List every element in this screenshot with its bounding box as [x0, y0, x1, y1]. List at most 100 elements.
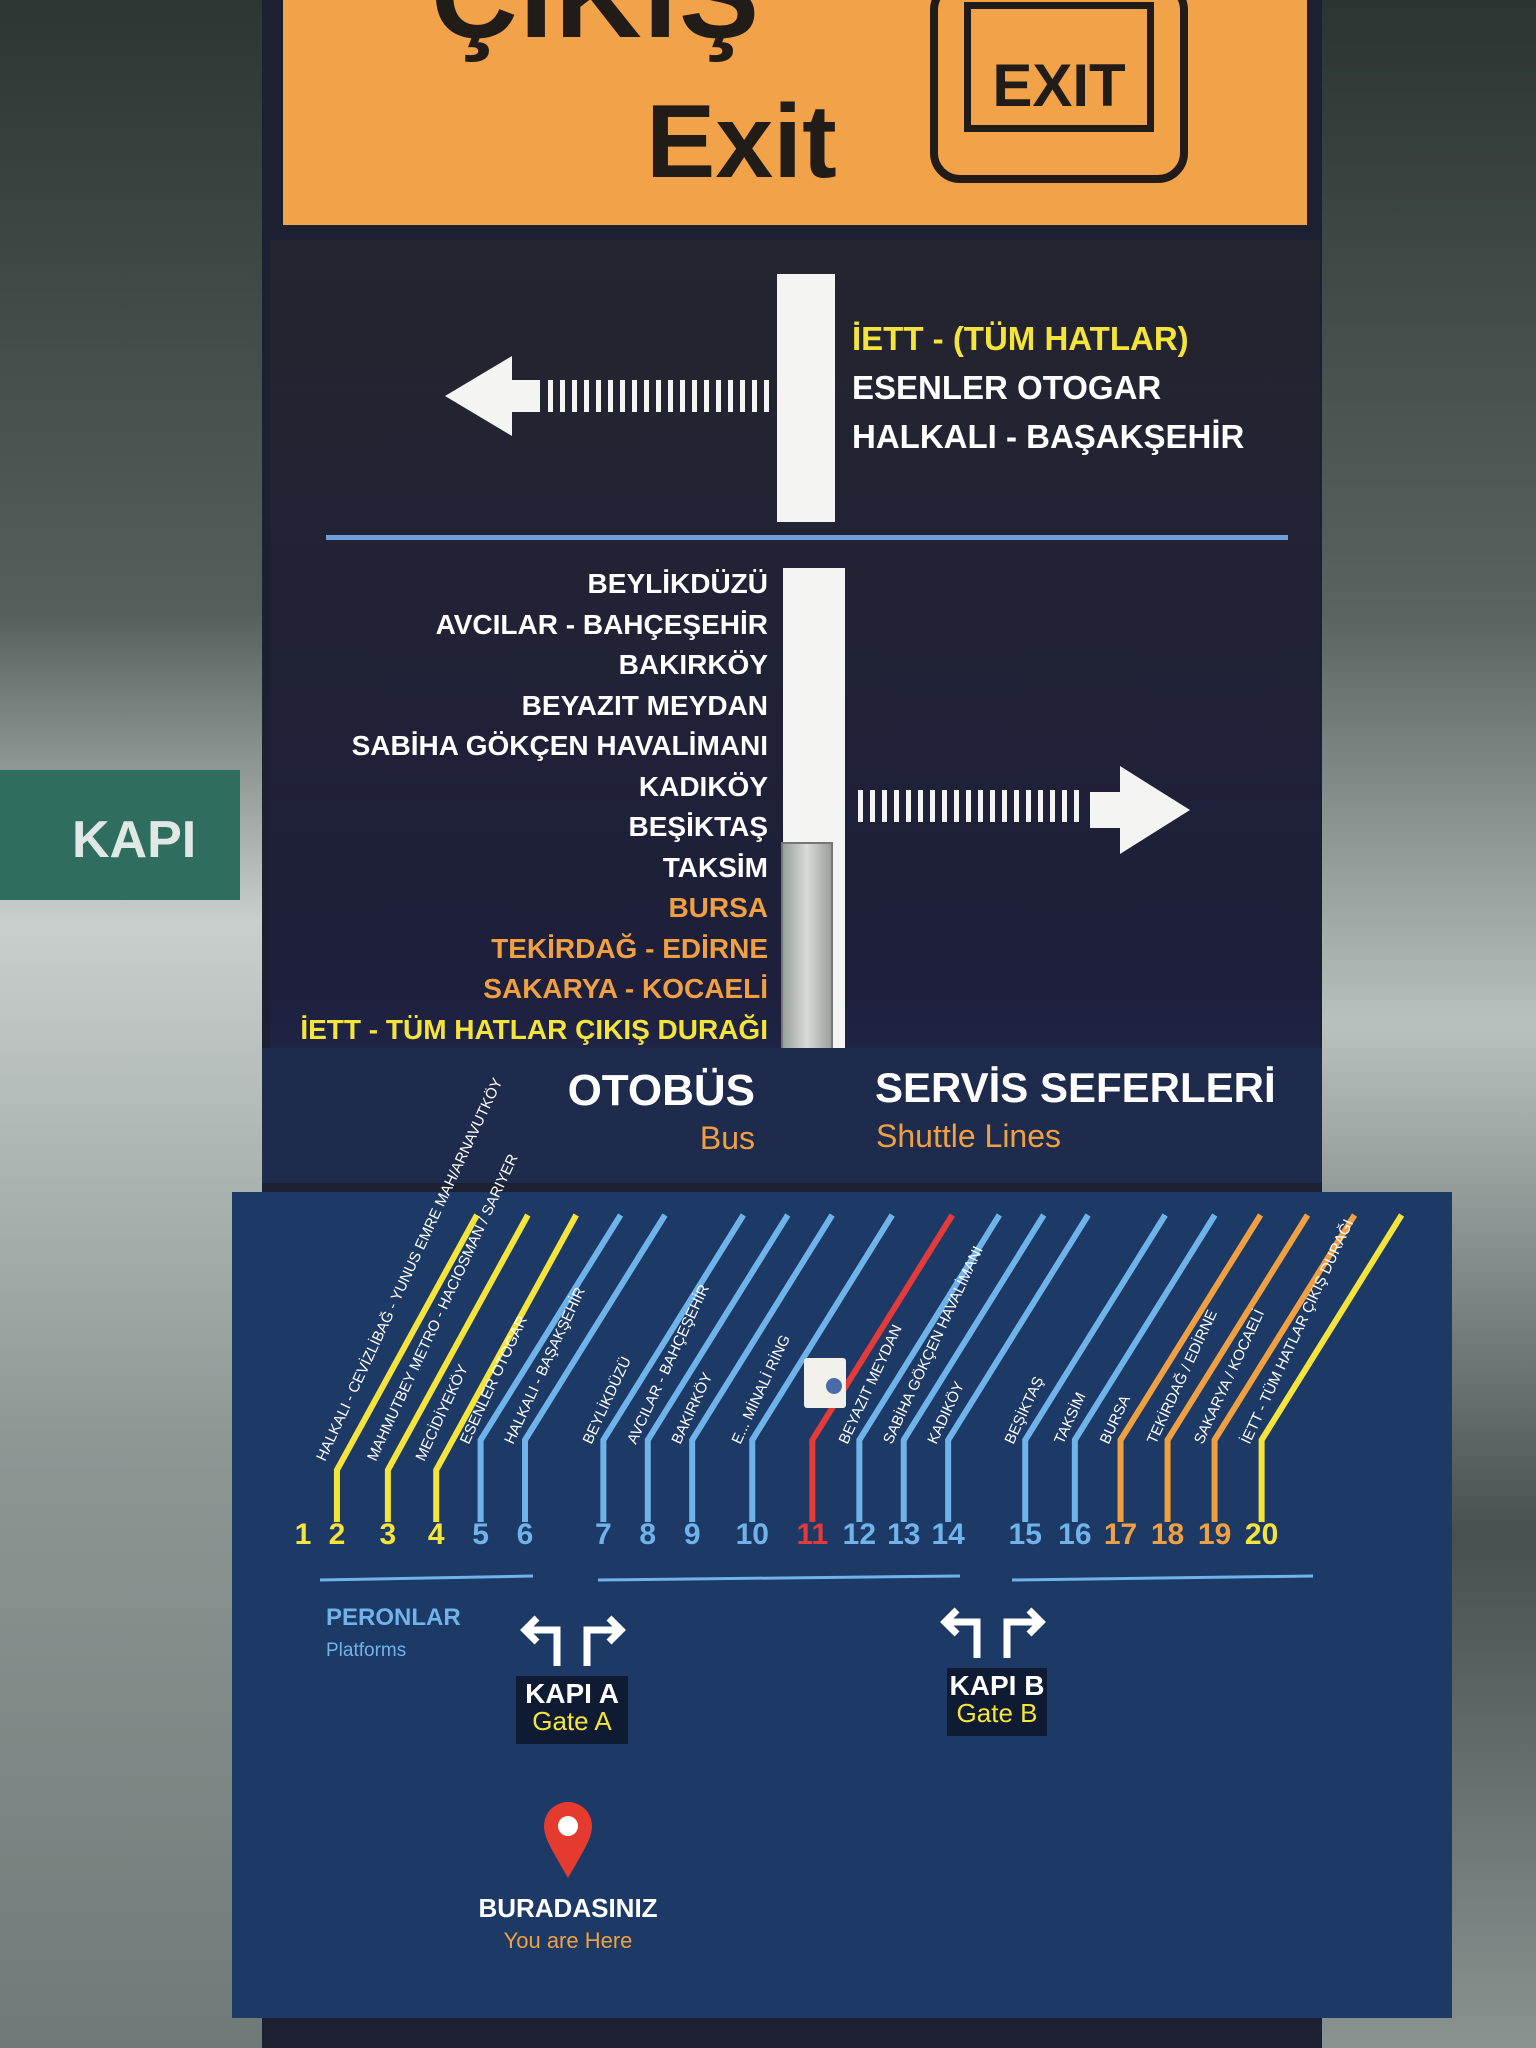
destination-right: BEŞİKTAŞ: [628, 811, 769, 842]
arrow-dash: [882, 790, 887, 822]
gate-a-title: KAPI A: [525, 1678, 619, 1709]
arrow-dash: [572, 380, 577, 412]
destination-right: AVCILAR - BAHÇEŞEHİR: [435, 608, 768, 640]
arrow-dash: [1014, 790, 1019, 822]
platform-number: 8: [639, 1518, 657, 1551]
destination-right: BURSA: [668, 892, 768, 923]
arrow-dash: [990, 790, 995, 822]
arrow-dash: [1074, 790, 1079, 822]
arrow-dash: [870, 790, 875, 822]
arrow-dash: [728, 380, 733, 412]
exit-icon-label: EXIT: [964, 2, 1154, 132]
platform-line: [384, 1213, 531, 1522]
platform-number: 16: [1058, 1518, 1092, 1551]
platform-group-line: [1011, 1574, 1314, 1582]
arrow-dash: [716, 380, 721, 412]
gate-a-subtitle: Gate A: [532, 1706, 612, 1736]
arrow-dash: [608, 380, 613, 412]
platform-number: 7: [595, 1518, 612, 1551]
bus-title: OTOBÜS: [567, 1066, 755, 1115]
arrow-dash: [1026, 790, 1031, 822]
platform-number: 17: [1103, 1518, 1138, 1551]
arrow-dash: [918, 790, 923, 822]
destination-right: SABİHA GÖKÇEN HAVALİMANI: [351, 730, 768, 761]
you-are-here-tr: BURADASINIZ: [478, 1893, 658, 1923]
location-pin-icon: [544, 1802, 592, 1878]
platform-number: 20: [1244, 1518, 1279, 1551]
arrow-dash: [560, 380, 565, 412]
arrow-dash: [764, 380, 769, 412]
exit-title-tr: ÇIKIŞ: [431, 0, 761, 62]
platform-line: [1022, 1213, 1168, 1522]
left-arrow-icon: [445, 356, 769, 436]
gate-b-subtitle: Gate B: [956, 1698, 1038, 1728]
bus-subtitle: Bus: [699, 1120, 755, 1156]
arrow-dash: [668, 380, 673, 412]
arrow-dash: [1038, 790, 1043, 822]
arrow-dash: [858, 790, 863, 822]
platforms-label-en: Platforms: [326, 1640, 407, 1661]
platform-line: [522, 1213, 668, 1522]
platform-number: 19: [1197, 1518, 1232, 1551]
platform-line: [809, 1213, 955, 1522]
turn-arrows-gate-b-icon: [940, 1607, 1046, 1658]
gate-b-title: KAPI B: [949, 1670, 1045, 1701]
shuttle-subtitle: Shuttle Lines: [876, 1118, 1062, 1154]
platform-line: [644, 1213, 791, 1522]
platform-line: [945, 1213, 1091, 1522]
arrow-dash: [966, 790, 971, 822]
arrow-dash: [1062, 790, 1067, 822]
section-band: [262, 1048, 1322, 1183]
arrow-dash: [1050, 790, 1055, 822]
platforms-label: PERONLAR: [326, 1604, 461, 1631]
arrow-dash: [978, 790, 983, 822]
platform-line: [333, 1213, 480, 1522]
platform-number: 18: [1150, 1518, 1185, 1551]
platform-map: [232, 1192, 1452, 2018]
platform-number: 3: [379, 1518, 397, 1551]
arrow-dash: [632, 380, 637, 412]
arrow-dash: [584, 380, 589, 412]
platform-line: [689, 1213, 835, 1522]
destination-right: İETT - TÜM HATLAR ÇIKIŞ DURAĞI: [300, 1013, 768, 1045]
platform-line: [1258, 1213, 1405, 1522]
platform-line: [749, 1213, 895, 1522]
destination-right: BEYAZIT MEYDAN: [521, 689, 768, 721]
platform-line: [1211, 1213, 1358, 1522]
arrow-dash: [656, 380, 661, 412]
platform-line: [1117, 1213, 1264, 1522]
platform-number: 6: [516, 1518, 534, 1551]
platform-number: 12: [842, 1518, 877, 1551]
arrow-dash: [942, 790, 947, 822]
platform-number: 4: [427, 1518, 445, 1551]
platform-line: [856, 1213, 1002, 1522]
platform-destination-label: TAKSİM: [1050, 1389, 1089, 1446]
platform-group-line: [319, 1574, 534, 1582]
platform-number: 2: [328, 1518, 346, 1551]
platform-line: [1071, 1213, 1218, 1522]
arrow-dash: [680, 380, 685, 412]
platform-group-line: [597, 1574, 961, 1582]
platform-number: 10: [735, 1518, 769, 1551]
arrow-dash: [930, 790, 935, 822]
platform-line: [600, 1213, 746, 1522]
turn-arrows-gate-a-icon: [520, 1615, 626, 1666]
exit-title-en: Exit: [646, 84, 837, 200]
destination-right: TEKİRDAĞ - EDİRNE: [491, 932, 768, 964]
exit-header: ÇIKIŞ Exit EXIT: [283, 0, 1307, 225]
exit-door-icon: EXIT: [930, 0, 1188, 183]
arrow-dash: [752, 380, 757, 412]
divider-bar: [777, 274, 835, 522]
destination-right: BEYLİKDÜZÜ: [587, 568, 768, 599]
arrow-dash: [620, 380, 625, 412]
platform-destination-label: KADIKÖY: [923, 1379, 967, 1447]
arrow-dash: [704, 380, 709, 412]
platform-line: [477, 1213, 624, 1522]
platform-destination-label: AVCILAR - BAHÇEŞEHİR: [623, 1281, 713, 1446]
destination-left: İETT - (TÜM HATLAR): [852, 320, 1189, 357]
right-arrow-icon: [858, 766, 1190, 854]
door-sign: KAPI: [0, 770, 240, 900]
arrow-dash: [596, 380, 601, 412]
